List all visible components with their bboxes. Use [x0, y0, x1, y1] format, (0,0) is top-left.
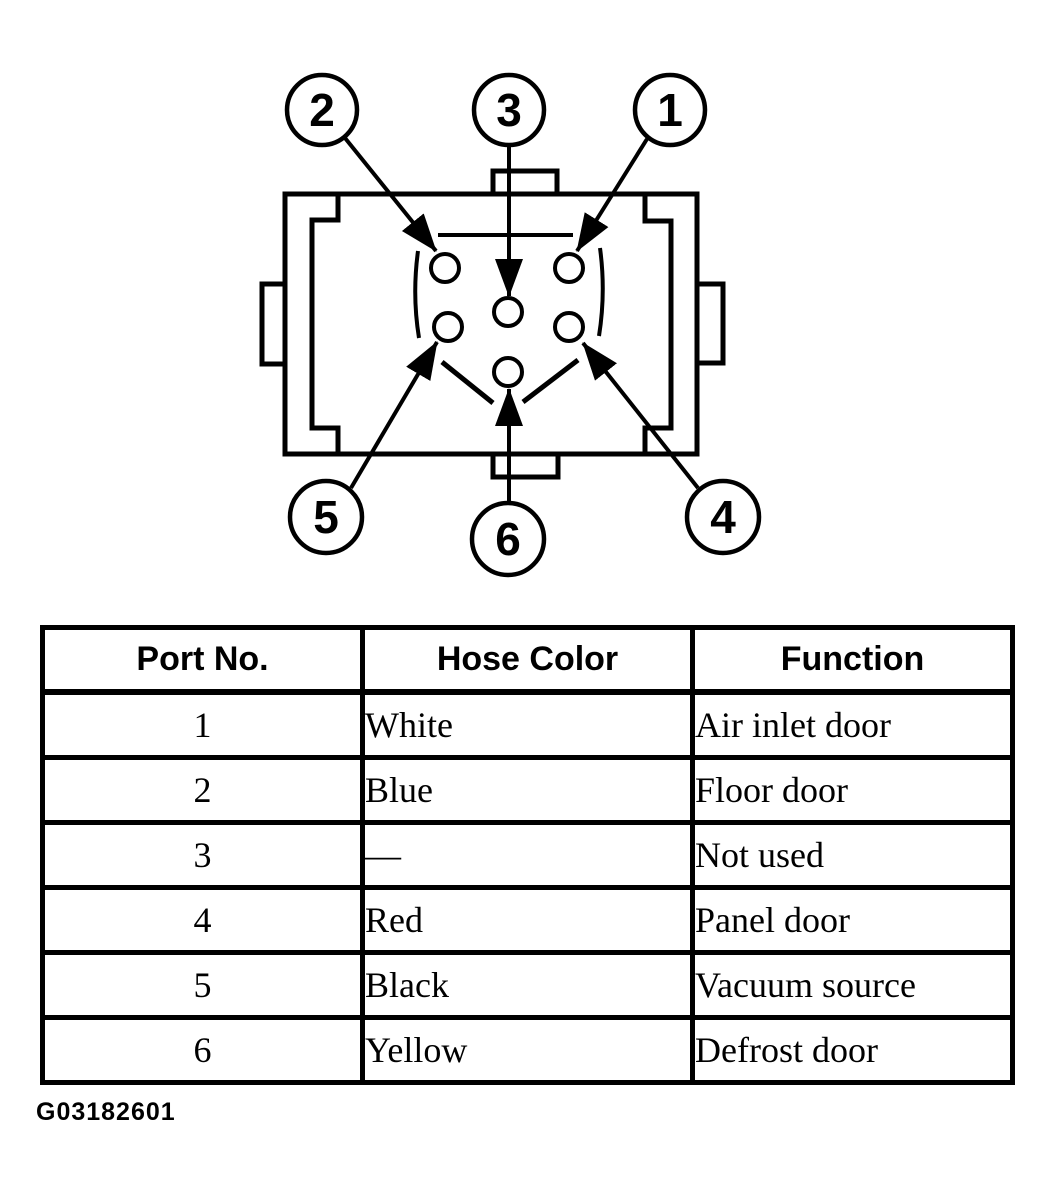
hose-color-cell: Red: [360, 885, 695, 955]
housing-left-bracket: [309, 194, 341, 454]
callout-6-label: 6: [495, 513, 521, 565]
port-cell: 3: [40, 820, 365, 890]
function-cell: Air inlet door: [690, 689, 1015, 760]
hose-color-cell: Blue: [360, 755, 695, 825]
callout-3-circle: [471, 72, 547, 148]
table-row: 1 White Air inlet door: [40, 689, 1015, 760]
port-hole-3: [492, 296, 524, 328]
housing-right-tab: [694, 281, 726, 366]
housing-left-tab: [259, 281, 288, 367]
arrow-to-port-1: [575, 137, 649, 253]
port-hole-4: [553, 311, 585, 343]
callout-4-circle: [684, 478, 762, 556]
callout-4-label: 4: [710, 491, 736, 543]
table-row: 4 Red Panel door: [40, 885, 1015, 955]
callout-1-label: 1: [657, 84, 683, 136]
keying-detail-lines: [413, 233, 605, 405]
table-row: 2 Blue Floor door: [40, 755, 1015, 825]
function-cell: Defrost door: [690, 1015, 1015, 1085]
table-header-row: Port No. Hose Color Function: [40, 625, 1015, 695]
table-row: 5 Black Vacuum source: [40, 950, 1015, 1020]
port-holes: [429, 252, 585, 388]
callout-3-label: 3: [496, 84, 522, 136]
keying-right-arc: [597, 247, 605, 337]
callout-3: 3: [471, 72, 547, 148]
port-hole-6: [492, 356, 524, 388]
function-cell: Not used: [690, 820, 1015, 890]
table-row: 3 — Not used: [40, 820, 1015, 890]
function-cell: Floor door: [690, 755, 1015, 825]
port-cell: 1: [40, 689, 365, 760]
table-row: 6 Yellow Defrost door: [40, 1015, 1015, 1085]
callout-2-circle: [284, 72, 360, 148]
keying-v-left: [440, 360, 495, 405]
housing-right-bracket: [642, 194, 674, 454]
port-hole-2: [429, 252, 461, 284]
hose-color-cell: Yellow: [360, 1015, 695, 1085]
hose-color-cell: Black: [360, 950, 695, 1020]
housing-top-tab: [490, 168, 560, 197]
col-header-port-no: Port No.: [40, 625, 365, 695]
hose-color-cell: White: [360, 689, 695, 760]
arrow-to-port-4: [581, 341, 700, 490]
callout-1: 1: [632, 72, 708, 148]
function-cell: Panel door: [690, 885, 1015, 955]
keying-left-arc: [413, 250, 421, 339]
callout-balloons: 2 3 1 5 6 4: [284, 72, 762, 578]
hose-color-cell: —: [360, 820, 695, 890]
port-table: Port No. Hose Color Function 1 White Air…: [40, 625, 1015, 1085]
callout-2-label: 2: [309, 84, 335, 136]
callout-5: 5: [287, 478, 365, 556]
figure-reference-code: G03182601: [36, 1098, 176, 1126]
callout-5-circle: [287, 478, 365, 556]
housing-bottom-tab: [490, 451, 561, 480]
keying-v-right: [521, 358, 580, 404]
callout-1-circle: [632, 72, 708, 148]
connector-diagram-svg: 2 3 1 5 6 4: [259, 72, 762, 578]
port-cell: 5: [40, 950, 365, 1020]
callout-6-circle: [469, 500, 547, 578]
arrow-to-port-2: [343, 136, 438, 253]
connector-diagram: 2 3 1 5 6 4: [259, 72, 762, 578]
port-cell: 2: [40, 755, 365, 825]
callout-6: 6: [469, 500, 547, 578]
col-header-hose-color: Hose Color: [360, 625, 695, 695]
port-hole-5: [432, 311, 464, 343]
callout-5-label: 5: [313, 491, 339, 543]
port-cell: 6: [40, 1015, 365, 1085]
col-header-function: Function: [690, 625, 1015, 695]
callout-2: 2: [284, 72, 360, 148]
connector-housing: [259, 168, 726, 480]
callout-4: 4: [684, 478, 762, 556]
function-cell: Vacuum source: [690, 950, 1015, 1020]
arrow-to-port-5: [349, 340, 439, 490]
port-hole-1: [553, 252, 585, 284]
leader-arrows: [343, 136, 700, 504]
port-cell: 4: [40, 885, 365, 955]
